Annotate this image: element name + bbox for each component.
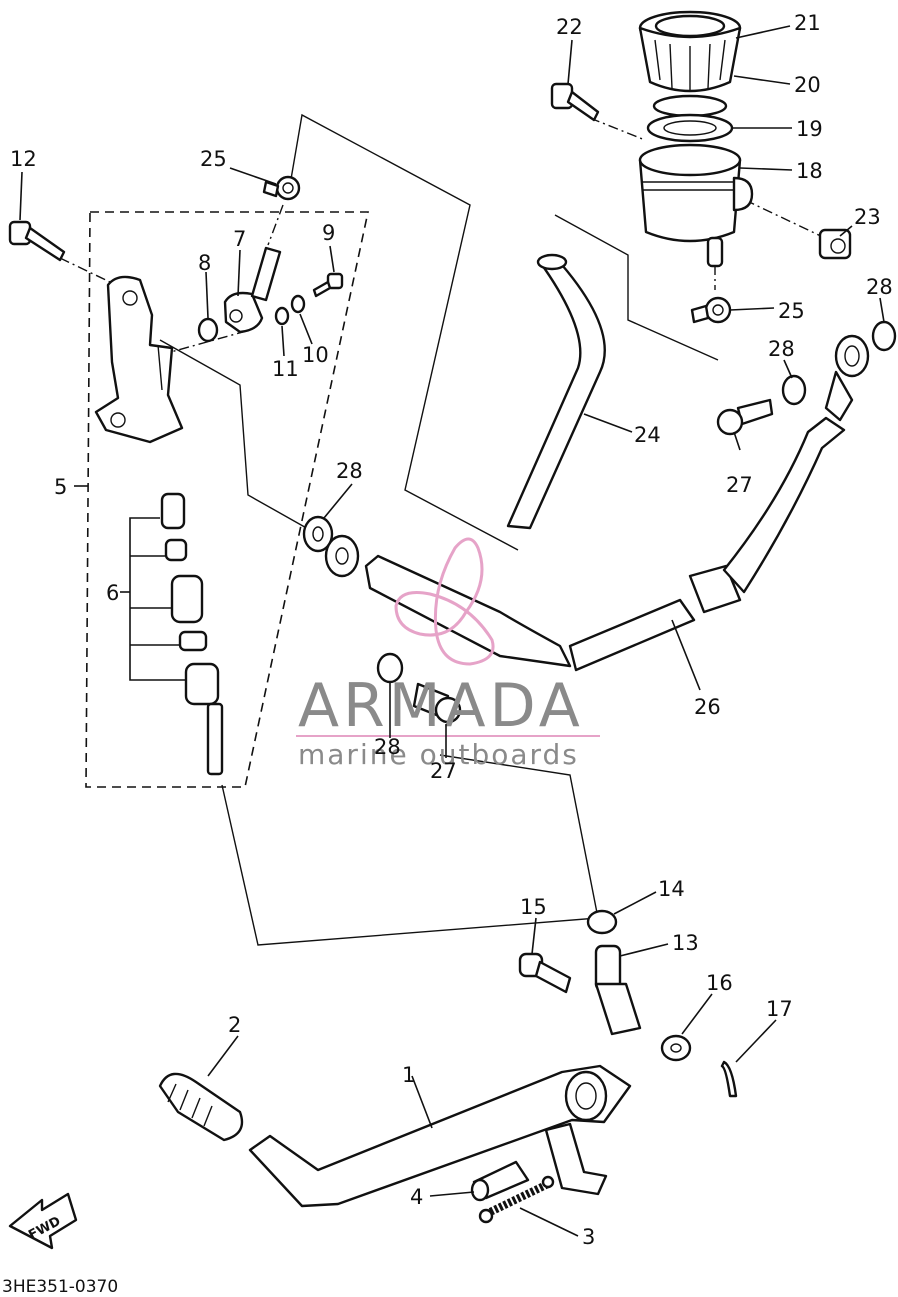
subassembly-boundary bbox=[85, 211, 369, 788]
callout-28-right: 28 bbox=[768, 337, 795, 361]
reservoir-tank bbox=[638, 143, 754, 268]
adjusting-nut bbox=[586, 909, 618, 935]
reservoir-cap bbox=[638, 10, 742, 93]
callout-1: 1 bbox=[402, 1063, 415, 1087]
joint-washers bbox=[274, 294, 306, 326]
leader-lines bbox=[19, 25, 885, 1237]
pedal-collar bbox=[470, 1160, 530, 1202]
return-spring bbox=[478, 1175, 555, 1224]
cylinder-mount-bolt bbox=[8, 220, 66, 262]
callout-23: 23 bbox=[854, 205, 881, 229]
callout-13: 13 bbox=[672, 931, 699, 955]
callout-28-center: 28 bbox=[374, 735, 401, 759]
callout-12: 12 bbox=[10, 147, 37, 171]
washer bbox=[660, 1034, 692, 1062]
o-ring bbox=[197, 317, 219, 343]
callout-24: 24 bbox=[634, 423, 661, 447]
callout-19: 19 bbox=[796, 117, 823, 141]
piston-kit bbox=[160, 492, 224, 776]
callout-25-upper: 25 bbox=[200, 147, 227, 171]
reservoir-bolt bbox=[550, 82, 600, 122]
callout-18: 18 bbox=[796, 159, 823, 183]
callout-8: 8 bbox=[198, 251, 211, 275]
callout-20: 20 bbox=[794, 73, 821, 97]
callout-16: 16 bbox=[706, 971, 733, 995]
hose-clamp-lower bbox=[690, 296, 732, 324]
watermark-brand: ARMADA bbox=[298, 671, 584, 741]
callout-7: 7 bbox=[233, 227, 246, 251]
callout-25-lower: 25 bbox=[778, 299, 805, 323]
callout-22: 22 bbox=[556, 15, 583, 39]
hose-clamp-upper bbox=[262, 175, 301, 201]
callout-2: 2 bbox=[228, 1013, 241, 1037]
hose-joint bbox=[223, 246, 282, 334]
watermark-tagline: marine outboards bbox=[298, 738, 579, 771]
callout-labels: 1 2 3 4 5 6 7 8 9 10 11 12 13 14 15 16 1… bbox=[10, 11, 893, 1249]
reservoir-hose bbox=[506, 256, 606, 530]
clevis bbox=[594, 944, 642, 1036]
callout-10: 10 bbox=[302, 343, 329, 367]
callout-15: 15 bbox=[520, 895, 547, 919]
master-cylinder-body bbox=[94, 275, 184, 444]
union-bolts bbox=[412, 398, 774, 724]
callout-14: 14 bbox=[658, 877, 685, 901]
callout-6: 6 bbox=[106, 581, 119, 605]
joint-screw bbox=[312, 272, 344, 298]
pedal-rubber bbox=[158, 1072, 244, 1142]
callout-28-left: 28 bbox=[336, 459, 363, 483]
callout-3: 3 bbox=[582, 1225, 595, 1249]
brand-watermark: ARMADA marine outboards bbox=[296, 537, 600, 771]
callout-17: 17 bbox=[766, 997, 793, 1021]
callout-28-far-right: 28 bbox=[866, 275, 893, 299]
reservoir-nut bbox=[818, 228, 852, 260]
diagram-code: 3HE351-0370 bbox=[2, 1277, 118, 1297]
brake-pedal bbox=[248, 1064, 632, 1208]
reservoir-plate bbox=[652, 94, 728, 118]
callout-4: 4 bbox=[410, 1185, 423, 1209]
reservoir-diaphragm bbox=[646, 113, 734, 143]
watermark-logo-swirl bbox=[394, 537, 495, 666]
callout-27-center: 27 bbox=[430, 759, 457, 783]
piston-kit-bracket bbox=[129, 517, 186, 681]
callout-26: 26 bbox=[694, 695, 721, 719]
callout-5: 5 bbox=[54, 475, 67, 499]
cotter-pin bbox=[720, 1060, 738, 1098]
clevis-pin bbox=[518, 952, 572, 994]
union-washers bbox=[302, 320, 897, 684]
callout-27-right: 27 bbox=[726, 473, 753, 497]
callout-11: 11 bbox=[272, 357, 299, 381]
forward-direction-arrow: FWD bbox=[8, 1192, 78, 1250]
callout-21: 21 bbox=[794, 11, 821, 35]
callout-9: 9 bbox=[322, 221, 335, 245]
